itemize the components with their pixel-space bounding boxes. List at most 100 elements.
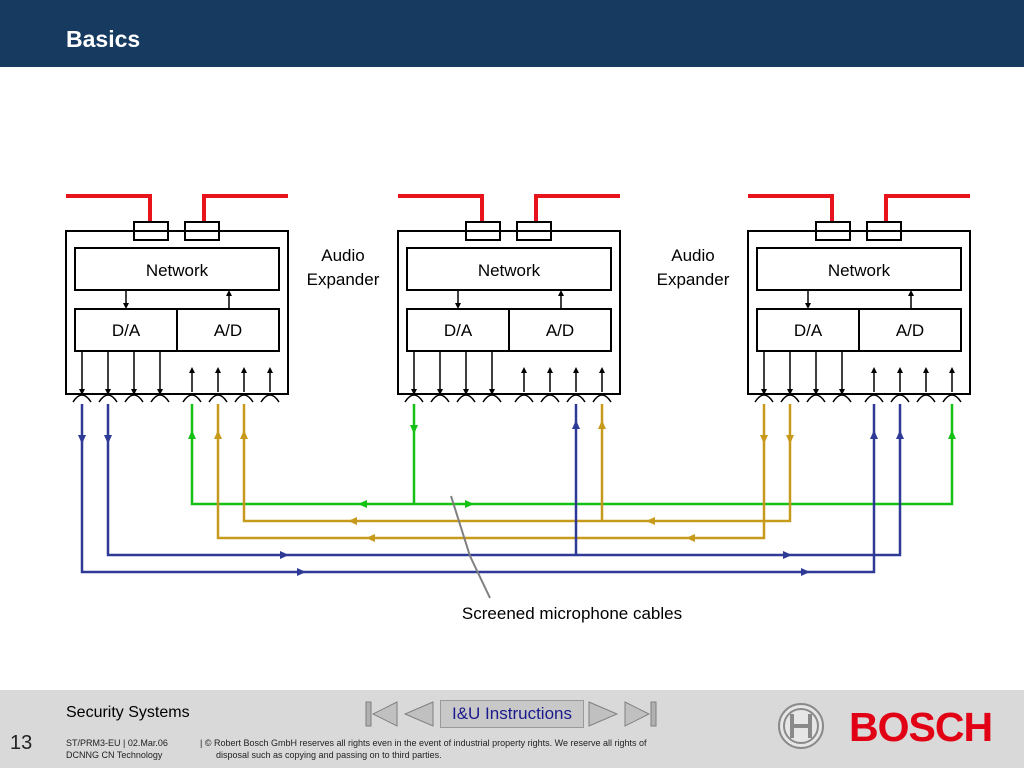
xlr-connector-icon	[260, 394, 280, 403]
xlr-connector-icon	[942, 394, 962, 403]
previous-slide-button[interactable]	[403, 700, 435, 728]
xlr-connector-icon	[404, 394, 424, 403]
cable-direction-arrow	[786, 435, 794, 444]
xlr-connector-icon	[566, 394, 586, 403]
footer-bar: Security Systems 13 ST/PRM3-EU | 02.Mar.…	[0, 690, 1024, 768]
department: DCNNG CN Technology	[66, 750, 163, 760]
cable-direction-arrow	[297, 568, 306, 576]
bosch-armature-icon	[778, 703, 824, 749]
cable-direction-arrow	[188, 430, 196, 439]
ad-block	[508, 308, 612, 352]
network-label: Network	[146, 261, 209, 280]
xlr-connector-icon	[98, 394, 118, 403]
cable-blue-lower	[80, 404, 876, 574]
ad-label: A/D	[214, 321, 242, 340]
doc-date: 02.Mar.06	[127, 738, 168, 748]
network-cable-right	[534, 194, 620, 224]
cable-direction-arrow	[280, 551, 289, 559]
xlr-connector-icon	[806, 394, 826, 403]
cable-gold-lower	[216, 404, 766, 540]
xlr-connector-icon	[234, 394, 254, 403]
first-slide-button[interactable]	[365, 700, 399, 728]
network-cable-right	[884, 194, 970, 224]
callout-line	[450, 495, 491, 599]
xlr-connector-icon	[124, 394, 144, 403]
xlr-connector-icon	[456, 394, 476, 403]
xlr-connector-icon	[540, 394, 560, 403]
cable-direction-arrow	[214, 430, 222, 439]
network-block	[756, 247, 962, 291]
cable-direction-arrow	[783, 551, 792, 559]
slide-navigation: I&U Instructions	[365, 700, 660, 728]
network-cable-left	[398, 194, 484, 224]
copyright-line-1: | © Robert Bosch GmbH reserves all right…	[200, 738, 647, 748]
cable-direction-arrow	[410, 425, 418, 434]
page-title: Basics	[66, 26, 141, 52]
doc-meta: ST/PRM3-EU | 02.Mar.06 DCNNG CN Technolo…	[66, 738, 168, 760]
cable-direction-arrow	[240, 430, 248, 439]
xlr-connector-icon	[72, 394, 92, 403]
cable-direction-arrow	[572, 420, 580, 429]
ad-block	[176, 308, 280, 352]
cable-green	[190, 404, 954, 506]
copyright-line-2: disposal such as copying and passing on …	[216, 750, 442, 760]
ad-label: A/D	[546, 321, 574, 340]
xlr-connector-icon	[890, 394, 910, 403]
cable-direction-arrow	[366, 534, 375, 542]
footer-brand: Security Systems	[66, 704, 190, 721]
cable-direction-arrow	[78, 435, 86, 444]
xlr-connector-icon	[832, 394, 852, 403]
network-block	[406, 247, 612, 291]
bosch-logo: BOSCH	[849, 704, 993, 750]
instructions-link[interactable]: I&U Instructions	[440, 700, 584, 728]
da-block	[74, 308, 178, 352]
expander-label-line1: Audio	[321, 246, 364, 265]
xlr-connector-icon	[514, 394, 534, 403]
xlr-connector-icon	[592, 394, 612, 403]
da-label: D/A	[112, 321, 141, 340]
xlr-connector-icon	[150, 394, 170, 403]
last-slide-button[interactable]	[623, 700, 659, 728]
cable-direction-arrow	[896, 430, 904, 439]
xlr-connector-icon	[208, 394, 228, 403]
xlr-connector-icon	[780, 394, 800, 403]
expander-label-line2: Expander	[307, 270, 380, 289]
xlr-connector-icon	[754, 394, 774, 403]
next-slide-button[interactable]	[587, 700, 619, 728]
network-cable-right	[202, 194, 288, 224]
xlr-connector-icon	[430, 394, 450, 403]
xlr-connector-icon	[482, 394, 502, 403]
cable-direction-arrow	[104, 435, 112, 444]
cable-direction-arrow	[465, 500, 474, 508]
xlr-connector-icon	[864, 394, 884, 403]
expander-label-line1: Audio	[671, 246, 714, 265]
cable-direction-arrow	[598, 420, 606, 429]
cable-blue-upper	[106, 404, 902, 557]
cable-direction-arrow	[760, 435, 768, 444]
cable-direction-arrow	[870, 430, 878, 439]
network-label: Network	[478, 261, 541, 280]
header-bar: Basics	[0, 0, 1024, 67]
expander-label-line2: Expander	[657, 270, 730, 289]
network-block	[74, 247, 280, 291]
expander-housing	[65, 230, 289, 395]
network-cable-left	[748, 194, 834, 224]
cable-gold-upper	[242, 404, 792, 523]
xlr-connector-icon	[916, 394, 936, 403]
cable-direction-arrow	[358, 500, 367, 508]
doc-code: ST/PRM3-EU	[66, 738, 121, 748]
ad-label: A/D	[896, 321, 924, 340]
network-label: Network	[828, 261, 891, 280]
cable-direction-arrow	[646, 517, 655, 525]
xlr-connector-icon	[182, 394, 202, 403]
expander-housing	[397, 230, 621, 395]
cable-direction-arrow	[686, 534, 695, 542]
cable-label: Screened microphone cables	[462, 604, 682, 623]
da-label: D/A	[444, 321, 473, 340]
ad-block	[858, 308, 962, 352]
cable-direction-arrow	[801, 568, 810, 576]
